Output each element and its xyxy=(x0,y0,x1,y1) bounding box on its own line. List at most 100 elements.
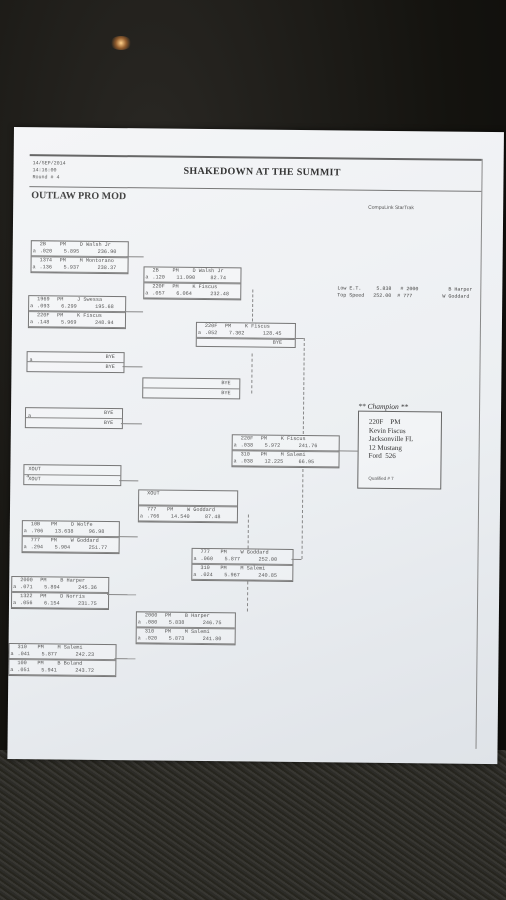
entry-car: 2B xyxy=(39,241,47,248)
event-title: SHAKEDOWN AT THE SUMMIT xyxy=(183,165,341,179)
lane-mark: a xyxy=(139,513,144,520)
entry-rt: .766 xyxy=(146,513,160,520)
connector-line xyxy=(124,311,144,313)
entry-rt: .136 xyxy=(39,264,53,271)
lane-mark: a xyxy=(197,329,202,336)
match-line: BYE xyxy=(196,337,295,347)
connector-line xyxy=(119,480,139,482)
top-speed-label: Top Speed xyxy=(337,292,365,299)
connector-line xyxy=(107,594,137,596)
stats-block: Low E.T. 5.838 # 2000 B Harper Top Speed… xyxy=(337,285,472,300)
lane-mark: a xyxy=(10,666,14,674)
entry-mph: 245.36 xyxy=(78,584,97,591)
entry-mph: 236.90 xyxy=(97,248,117,256)
entry-cls: PM xyxy=(57,296,64,303)
xout-label: XOUT xyxy=(28,466,41,473)
lane-mark: a xyxy=(30,303,34,310)
entry-cls: PM xyxy=(59,241,67,248)
entry-rt: .041 xyxy=(17,651,30,658)
entry-et: 5.895 xyxy=(63,248,80,255)
entry-et: 5.877 xyxy=(224,556,241,563)
entry-mph: 87.48 xyxy=(204,514,221,521)
entry-et: 5.894 xyxy=(44,584,60,591)
entry-cls: PM xyxy=(224,323,232,330)
entry-cls: PM xyxy=(40,577,47,584)
top-speed-driver: W Goddard xyxy=(442,293,470,300)
bye-label: BYE xyxy=(221,390,231,397)
entry-rt: .080 xyxy=(144,619,158,626)
top-speed-car: # 777 xyxy=(397,293,413,300)
lane-mark: a xyxy=(23,544,27,551)
entry-et: 7.302 xyxy=(228,330,245,337)
entry-et: 6.064 xyxy=(176,290,192,297)
low-et-value: 5.838 xyxy=(376,285,392,292)
entry-cls: PM xyxy=(164,628,171,635)
entry-rt: .024 xyxy=(200,571,213,579)
entry-rt: .120 xyxy=(152,274,165,281)
entry-et: 5.941 xyxy=(41,667,57,674)
connector-line xyxy=(114,658,136,660)
entry-cls: PM xyxy=(172,267,179,274)
bye-slot: BYE xyxy=(143,387,240,399)
dashed-connector xyxy=(251,289,255,322)
connector-line xyxy=(117,536,138,538)
entry-cls: PM xyxy=(260,451,267,458)
entry-cls: PM xyxy=(220,565,227,572)
entry-et: 6.299 xyxy=(61,303,77,310)
entry-cls: PM xyxy=(56,312,64,319)
bye-label: BYE xyxy=(105,363,115,371)
entry-mph: 243.72 xyxy=(75,667,95,674)
xout-label: XOUT xyxy=(28,476,41,483)
lane-mark: a xyxy=(193,571,197,578)
sheet-right-rule xyxy=(475,158,483,749)
class-title: OUTLAW PRO MOD xyxy=(31,190,127,203)
entry-et: 5.904 xyxy=(54,544,71,551)
xout-slot: XOUT xyxy=(24,474,121,486)
bye-slot: BYE xyxy=(25,417,122,429)
entry-rt: .020 xyxy=(144,635,158,642)
champion-box: 220F PM Kevin Fiscus Jacksonville FL 12 … xyxy=(357,410,443,490)
lane-mark: a xyxy=(10,650,14,658)
sheet-date: 14/SEP/2014 xyxy=(32,160,66,167)
champion-line: 220F PM xyxy=(368,417,401,427)
entry-et: 5.838 xyxy=(168,619,185,626)
connector-line xyxy=(291,558,302,561)
entry-et: 5.873 xyxy=(168,635,185,642)
entry-et: 11.090 xyxy=(176,274,196,281)
connector-line xyxy=(126,256,144,258)
connector-line xyxy=(122,366,143,368)
entry-rt: .148 xyxy=(36,319,50,326)
bye-slot: BYE xyxy=(27,361,124,373)
entry-rt: .093 xyxy=(37,303,50,310)
top-speed-value: 252.00 xyxy=(373,292,392,299)
entry-rt: .038 xyxy=(240,442,254,449)
entry-cls: PM xyxy=(164,612,172,619)
entry-rt: .020 xyxy=(39,248,53,255)
lane-mark: a xyxy=(145,274,149,281)
entry-cls: PM xyxy=(50,521,58,528)
entry-et: 13.638 xyxy=(54,528,74,535)
entry-mph: 195.68 xyxy=(95,303,114,311)
top-speed-row: Top Speed 252.00 # 777 W Goddard xyxy=(337,292,472,300)
entry-et: 5.937 xyxy=(63,264,80,271)
entry-rt: .706 xyxy=(30,528,44,535)
entry-et: 5.969 xyxy=(60,319,77,326)
entry-rt: .057 xyxy=(152,290,165,297)
entry-mph: 96.98 xyxy=(88,528,105,535)
entry-rt: .052 xyxy=(204,330,218,337)
entry-et: 5.877 xyxy=(41,651,58,658)
entry-mph: 232.48 xyxy=(210,291,229,298)
entry-et: 5.967 xyxy=(224,572,240,579)
low-et-label: Low E.T. xyxy=(337,285,362,292)
sheet-round: Round # 4 xyxy=(32,174,60,181)
